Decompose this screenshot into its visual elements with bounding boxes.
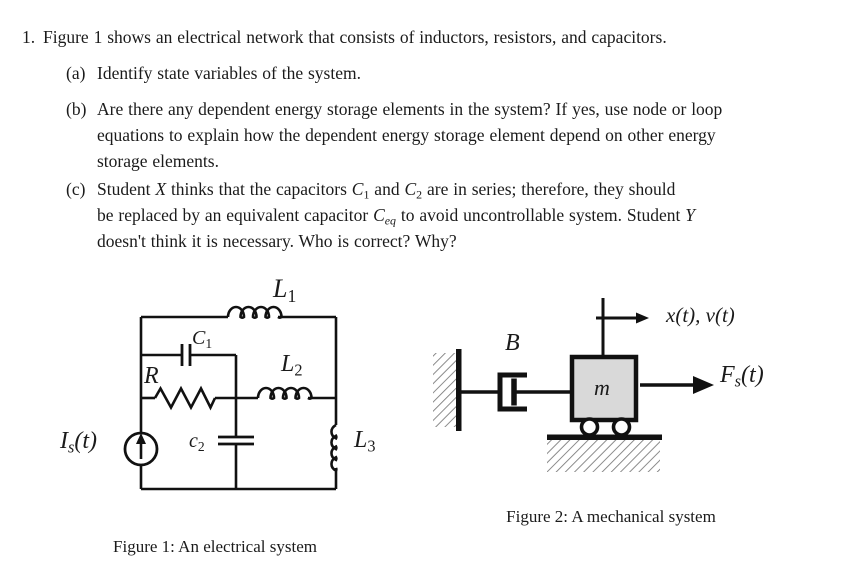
velocity-arrow (596, 298, 649, 357)
circuit-wires (139, 315, 338, 491)
figure2-caption: Figure 2: A mechanical system (506, 507, 716, 526)
wall (433, 349, 462, 431)
part-c-line: doesn't think it is necessary. Who is co… (97, 231, 457, 251)
damper (461, 372, 572, 412)
figure1-circuit-diagram (123, 305, 338, 491)
label-xv: x(t), v(t) (666, 303, 735, 327)
capacitor-C1 (180, 344, 192, 366)
label-C1: C1 (192, 327, 213, 351)
part-a-marker: (a) (66, 63, 86, 83)
part-c-line: Student X thinks that the capacitors C1 … (97, 179, 676, 202)
label-B: B (505, 330, 520, 356)
force-arrow (640, 376, 714, 394)
part-a-line: Identify state variables of the system. (97, 63, 361, 83)
label-m: m (594, 375, 610, 400)
arrow-up-icon (136, 433, 146, 444)
part-c-line: be replaced by an equivalent capacitor C… (97, 205, 695, 228)
inductor-L3 (330, 423, 338, 473)
resistor-R (153, 385, 217, 411)
label-C2: c2 (189, 430, 205, 454)
arrow-right-icon (693, 376, 714, 394)
figure2-mechanical-diagram (433, 298, 714, 472)
arrow-right-icon (636, 312, 649, 324)
ground (547, 434, 662, 472)
label-Fs: Fs(t) (720, 362, 764, 391)
capacitor-C2 (218, 435, 254, 446)
label-L3: L3 (354, 427, 376, 456)
problem-intro: Figure 1 shows an electrical network tha… (43, 27, 667, 47)
part-c-marker: (c) (66, 179, 86, 199)
part-b-line: equations to explain how the dependent e… (97, 125, 716, 145)
label-L1: L1 (273, 274, 297, 306)
figure1-caption: Figure 1: An electrical system (113, 537, 317, 556)
part-b-line: storage elements. (97, 151, 219, 171)
label-L2: L2 (281, 351, 303, 380)
current-source (123, 431, 159, 467)
item-number: 1. (22, 27, 36, 47)
label-Is: Is(t) (60, 428, 98, 457)
part-b-marker: (b) (66, 99, 87, 119)
label-R: R (144, 363, 159, 389)
inductor-L2 (256, 386, 313, 400)
inductor-L1 (226, 305, 283, 319)
part-b-line: Are there any dependent energy storage e… (97, 99, 723, 119)
